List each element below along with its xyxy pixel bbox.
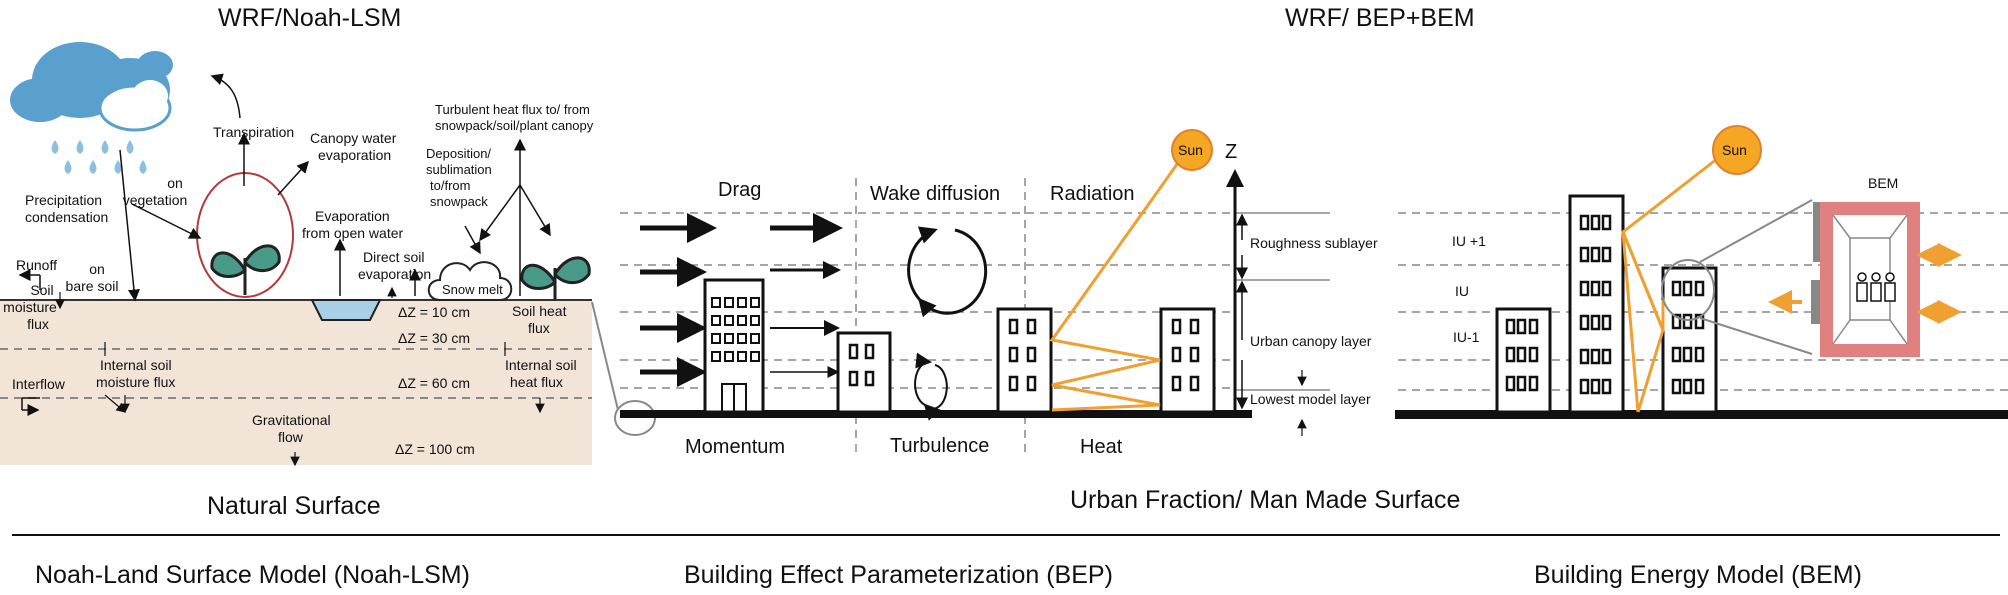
bep-header: WRF/ BEP+BEM [1285,4,1475,32]
condensation-arrow [131,203,202,239]
z-axis-label: Z [1225,141,1237,163]
bem-ground [1395,410,2008,419]
drag-label: Drag [718,179,761,201]
turbulence-label: Turbulence [890,435,989,457]
radiation-label: Radiation [1050,183,1135,205]
bem-label: BEM [1868,175,1898,191]
urban-canopy-label: Urban canopy layer [1250,333,1372,349]
open-water-pond [310,299,382,321]
bep-panel: Sun Z Roughness sublayer Urban canopy la… [620,129,1378,458]
snow-melt-label: Snow melt [442,282,503,297]
building-icon [1495,307,1552,414]
iu-minus-label: IU-1 [1453,329,1480,345]
building-icon [1568,194,1625,414]
iu-plus-label: IU +1 [1452,233,1486,249]
bem-room [1811,202,1920,357]
runoff-label: Runoff [16,257,57,273]
interflow-label: Interflow [12,376,66,392]
turbulence-circulation [914,352,932,406]
rain-cloud-icon [10,42,173,174]
radiation-ray [1049,159,1182,412]
momentum-label: Momentum [685,436,785,458]
bep-footer: Building Effect Parameterization (BEP) [684,561,1113,589]
natural-surface-title: Natural Surface [207,492,381,520]
turbulence-circulation [923,364,948,421]
turbulent-arrow [519,184,551,237]
building-icon [1661,266,1718,414]
sun-icon [1171,129,1213,171]
soil-block [0,300,592,465]
soil-layer-label: ΔZ = 30 cm [398,330,470,346]
building-icon [703,278,765,414]
soil-layer-label: ΔZ = 60 cm [398,375,470,391]
noah-footer: Noah-Land Surface Model (Noah-LSM) [35,561,470,589]
transpiration-label: Transpiration [213,124,294,140]
roughness-label: Roughness sublayer [1250,235,1378,251]
zoom-line [591,301,619,411]
sun-label: Sun [1178,142,1203,158]
building-icon [996,307,1053,414]
turbulent-arrow [479,184,521,242]
soil-layer-label: ΔZ = 10 cm [398,304,470,320]
canopy-evap-arrow [277,160,310,196]
heat-label: Heat [1080,436,1123,458]
noah-header: WRF/Noah-LSM [218,4,401,32]
urban-surface-title: Urban Fraction/ Man Made Surface [1070,486,1460,514]
plant-icon [520,256,591,300]
building-icon [1159,307,1216,414]
iu-label: IU [1455,283,1469,299]
lowest-layer-label: Lowest model layer [1250,391,1371,407]
zoom-ellipse [1661,259,1715,321]
bem-panel: IU +1 IU IU-1 [1395,125,2008,419]
deposition-arrow [464,225,481,255]
wake-label: Wake diffusion [870,183,1000,205]
building-icon [836,331,892,414]
radiation-ray [1621,231,1665,331]
wake-circulation [907,226,938,302]
soil-layer-label: ΔZ = 100 cm [395,441,475,457]
sun-icon [1712,125,1762,175]
bem-footer: Building Energy Model (BEM) [1534,561,1862,589]
precip-arrow [119,149,140,302]
sun-label: Sun [1722,142,1747,158]
snow-icon [427,261,513,301]
transpiration-curve [210,73,241,119]
wake-circulation [918,228,988,318]
radiation-ray [1621,231,1640,413]
people-icon [1856,272,1896,302]
plant-icon [210,244,281,295]
